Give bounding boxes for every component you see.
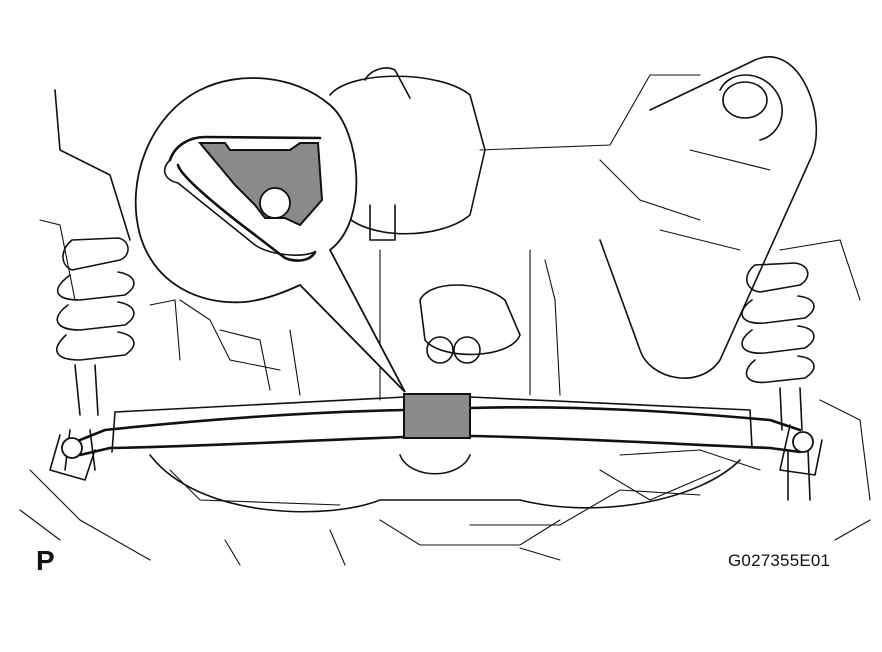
bushing-location-marker — [403, 393, 471, 439]
figure-id-label: G027355E01 — [728, 551, 831, 570]
detail-callout — [134, 77, 406, 393]
left-coil-spring — [56, 237, 135, 471]
chassis-background — [19, 56, 871, 566]
view-code-label: P — [36, 545, 55, 576]
stabilizer-bar — [49, 396, 823, 481]
right-coil-spring — [741, 262, 815, 501]
